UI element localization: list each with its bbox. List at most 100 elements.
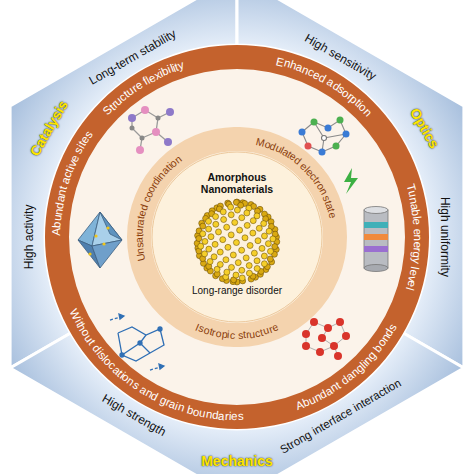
glyph: d	[211, 410, 219, 422]
nano-atom	[242, 235, 248, 241]
sector-fill	[10, 333, 464, 474]
ring-shape	[45, 45, 429, 429]
nano-atom	[221, 217, 227, 223]
nano-atom	[265, 241, 271, 247]
nano-atom	[261, 233, 267, 239]
nano-atom	[233, 240, 239, 246]
nano-atom	[272, 244, 278, 250]
nano-atom	[224, 269, 230, 275]
nano-atom	[259, 245, 265, 251]
glyph: e	[411, 228, 423, 235]
nano-atom	[234, 207, 240, 213]
glyph: e	[231, 411, 238, 423]
ring-label: Abundant dangling bonds	[45, 45, 429, 429]
center-title: Amorphous Nanomaterials	[187, 171, 287, 195]
nano-atom	[267, 248, 273, 254]
glyph: b	[51, 221, 63, 228]
nano-atom	[228, 264, 234, 270]
nano-atom	[255, 238, 261, 244]
glyph: i	[228, 411, 231, 423]
nano-atom	[261, 253, 267, 259]
nano-atom	[212, 241, 218, 247]
pale-disc	[45, 45, 429, 429]
glyph: A	[51, 227, 63, 235]
glyph: n	[134, 247, 145, 254]
ring-shape	[127, 127, 347, 347]
glyph: a	[134, 237, 145, 243]
octahedron-illustration	[78, 212, 122, 268]
nano-atom	[239, 247, 245, 253]
crystal-illustration	[299, 117, 350, 156]
nano-atom	[233, 272, 239, 278]
nano-atom	[261, 261, 267, 267]
center-disc	[151, 151, 323, 323]
nano-atom	[244, 210, 250, 216]
ring-label: Isotropic structure	[127, 127, 347, 347]
nano-atom	[215, 229, 221, 235]
property-label: High activity	[23, 205, 37, 270]
nano-atom	[202, 251, 208, 257]
nano-atom	[239, 267, 245, 273]
nano-atom	[200, 223, 206, 229]
nano-atom	[232, 219, 238, 225]
nano-atom	[239, 275, 245, 281]
nano-atom	[206, 226, 212, 232]
feature-ring: Amorphous NanomaterialsLong-range disord…	[45, 45, 429, 429]
nano-atom	[250, 230, 256, 236]
nano-atom	[246, 270, 252, 276]
ring-band	[45, 45, 429, 429]
nano-atom	[206, 246, 212, 252]
glyph: t	[134, 234, 145, 237]
nano-atom	[207, 259, 213, 265]
nano-atom	[217, 261, 223, 267]
glyph: c	[229, 330, 235, 341]
nano-atom	[211, 254, 217, 260]
glyph	[235, 330, 238, 341]
glyph: e	[411, 241, 423, 248]
glyph: u	[134, 228, 145, 234]
nano-atom	[254, 258, 260, 264]
ring-label: Modulated electron state	[127, 127, 347, 347]
nano-atom	[261, 221, 267, 227]
nano-atom	[200, 231, 206, 237]
core-circle: Amorphous NanomaterialsLong-range disord…	[151, 151, 323, 323]
nano-atom	[267, 256, 273, 262]
glyph: s	[134, 242, 145, 248]
nano-atom	[250, 218, 256, 224]
glyph: s	[238, 411, 244, 423]
red-atom-network	[302, 318, 350, 360]
nano-atom	[217, 249, 223, 255]
nano-atom	[228, 212, 234, 218]
ring-band	[127, 127, 347, 347]
nano-atom	[251, 250, 257, 256]
nano-atom	[223, 257, 229, 263]
nano-atom	[198, 243, 204, 249]
nano-atom	[230, 252, 236, 258]
glyph: r	[225, 411, 229, 423]
glyph: n	[411, 235, 423, 241]
nano-atom	[237, 227, 243, 233]
molecule-illustration	[128, 106, 174, 154]
feature-ring: Amorphous NanomaterialsLong-range disord…	[127, 127, 347, 347]
nanoparticle-illustration	[194, 199, 280, 285]
nano-atom	[254, 265, 260, 271]
nano-atom	[220, 237, 226, 243]
nano-atom	[225, 244, 231, 250]
nano-atom	[213, 221, 219, 227]
ring-label: Without dislocations and grain boundarie…	[45, 45, 429, 429]
glyph: a	[218, 410, 225, 422]
nano-atom	[244, 222, 250, 228]
cylinder-illustration	[364, 207, 388, 272]
nano-atom	[243, 255, 249, 261]
ring-label: Abundant active sites	[45, 45, 429, 429]
nano-atom	[213, 214, 219, 220]
glyph	[411, 225, 423, 229]
nano-atom	[247, 242, 253, 248]
nano-atom	[208, 234, 214, 240]
nano-atom	[228, 232, 234, 238]
nano-atom	[206, 218, 212, 224]
nano-atom	[239, 215, 245, 221]
